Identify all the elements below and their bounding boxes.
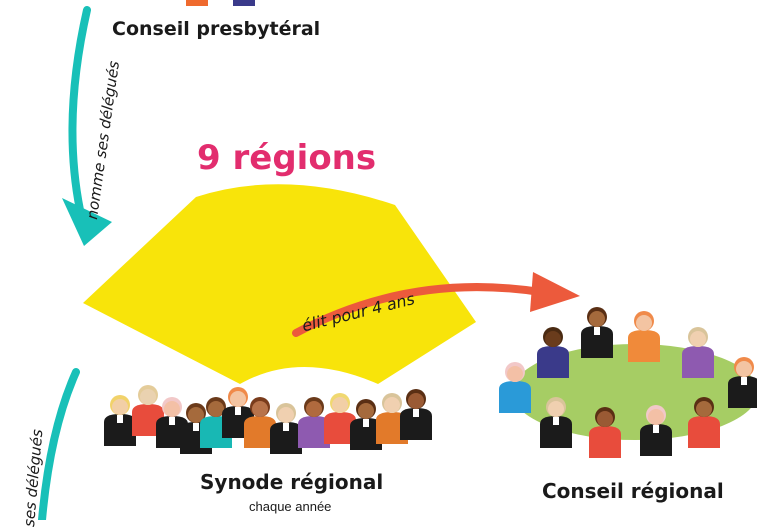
person-icon xyxy=(628,311,660,362)
person-icon xyxy=(728,357,757,408)
person-icon xyxy=(298,397,330,448)
red-arrow xyxy=(292,272,580,337)
person-icon xyxy=(350,399,382,450)
person-icon xyxy=(589,407,621,458)
council-crowd xyxy=(499,307,757,458)
person-icon xyxy=(688,397,720,448)
top-body-title: Conseil presbytéral xyxy=(112,18,321,40)
person-icon xyxy=(640,405,672,456)
person-icon xyxy=(324,393,356,444)
regional-synod-frequency: chaque année xyxy=(249,499,332,514)
person-icon xyxy=(537,327,569,378)
person-icon xyxy=(104,395,136,446)
regional-synod-title: Synode régional xyxy=(200,470,384,494)
person-icon xyxy=(244,397,276,448)
person-icon xyxy=(540,397,572,448)
regional-council-title: Conseil régional xyxy=(542,479,724,503)
teal-arrow-bottom xyxy=(38,368,80,520)
person-icon xyxy=(499,362,531,413)
person-icon xyxy=(270,403,302,454)
teal-arrow-top xyxy=(62,6,112,246)
flag-icon xyxy=(186,0,255,6)
person-icon xyxy=(581,307,613,358)
region-fan xyxy=(83,184,476,384)
person-icon xyxy=(682,327,714,378)
synod-crowd xyxy=(104,385,432,454)
regions-count: 9 régions xyxy=(197,138,377,178)
person-icon xyxy=(400,389,432,440)
